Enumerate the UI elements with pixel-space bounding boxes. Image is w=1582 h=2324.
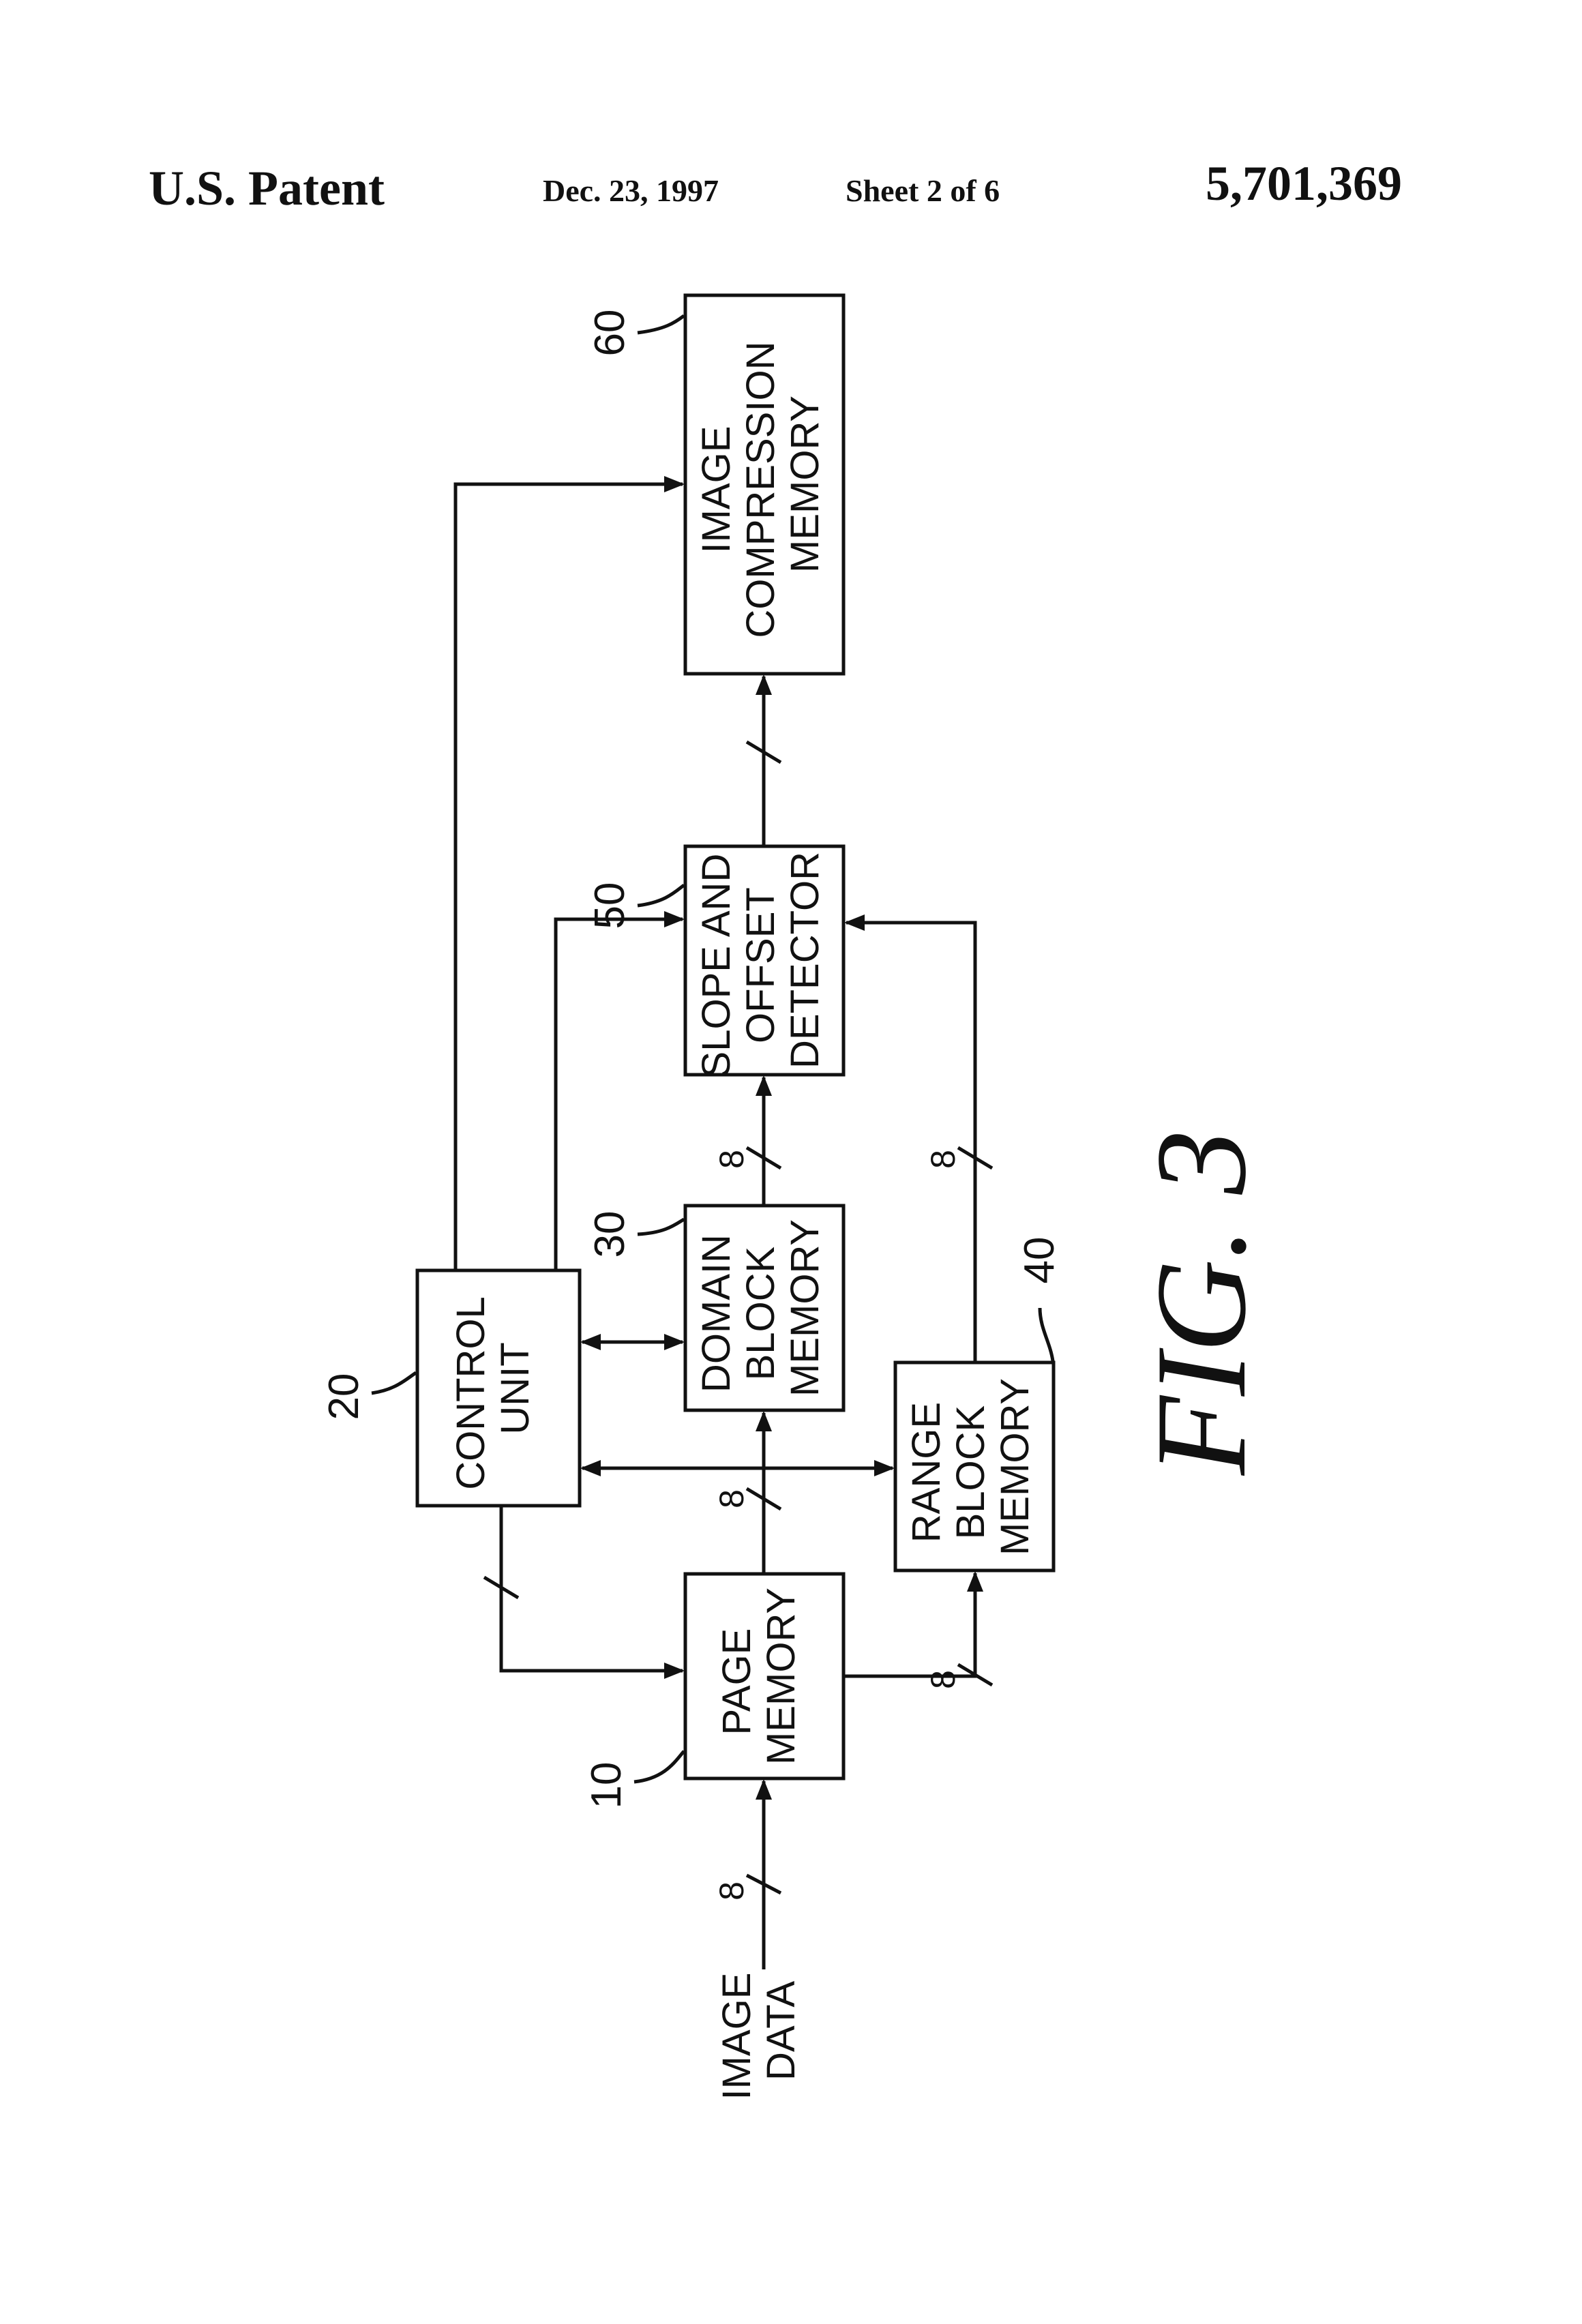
bus-width-label: 8 [713, 1489, 751, 1508]
leader-60 [638, 316, 684, 333]
ref-50: 50 [586, 882, 633, 929]
ref-20: 20 [320, 1373, 368, 1420]
compression-label: IMAGE COMPRESSION MEMORY [694, 330, 827, 638]
bus-width-label: 8 [713, 1150, 751, 1169]
figure-label: FIG. 3 [1130, 1130, 1273, 1477]
bus-width-label: 8 [713, 1881, 751, 1901]
range-to-detector-arrow [846, 923, 975, 1362]
control-to-compression-arrow [456, 484, 683, 1270]
ref-40: 40 [1016, 1237, 1063, 1284]
bus-width-label: 8 [924, 1670, 962, 1689]
leader-30 [638, 1219, 684, 1234]
detector-label: SLOPE AND OFFSET DETECTOR [694, 843, 827, 1078]
control-unit-label: CONTROL UNIT [449, 1287, 537, 1490]
page-to-range-arrow [844, 1573, 975, 1676]
ref-10: 10 [583, 1762, 630, 1809]
leader-40 [1040, 1308, 1053, 1361]
range-memory-label: RANGE BLOCK MEMORY [904, 1378, 1037, 1555]
page-memory-label: PAGE MEMORY [715, 1588, 803, 1765]
ref-30: 30 [586, 1211, 633, 1258]
domain-memory-label: DOMAIN BLOCK MEMORY [694, 1219, 827, 1397]
image-data-label: IMAGE DATA [715, 1961, 803, 2100]
leader-50 [638, 885, 684, 906]
leader-10 [634, 1751, 684, 1782]
bus-width-label: 8 [924, 1150, 962, 1169]
control-to-page-arrow [501, 1506, 683, 1671]
leader-20 [372, 1373, 416, 1393]
ref-60: 60 [586, 310, 633, 357]
